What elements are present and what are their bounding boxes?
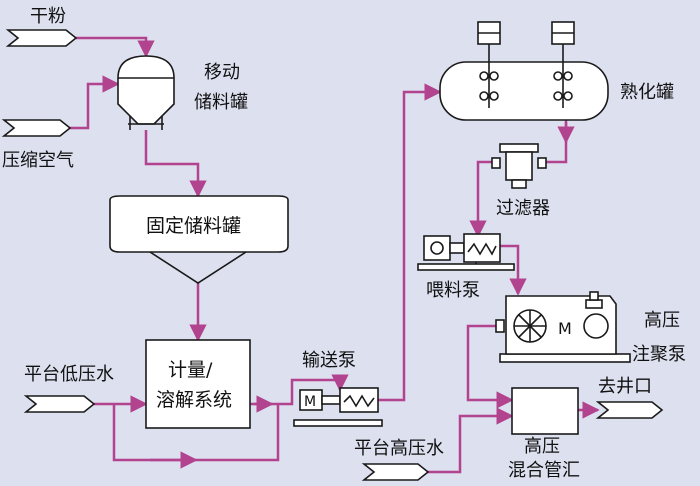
mobile-tank-icon <box>117 55 175 130</box>
pipe-feed-to-hp-pump <box>500 244 527 296</box>
maturation-tank-icon <box>439 21 609 121</box>
pipe-compressed-air <box>70 75 120 130</box>
transfer-pump-label: 输送泵 <box>302 350 356 371</box>
pipe-dry-powder <box>76 36 155 58</box>
to-well-label: 去井口 <box>598 376 652 397</box>
platform-low-water-label: 平台低压水 <box>24 364 114 385</box>
mixing-manifold-box <box>511 387 579 435</box>
equipment <box>109 21 631 435</box>
pipe-pump-to-maturation <box>378 83 442 402</box>
dry-powder-inlet-icon <box>5 29 78 47</box>
mobile-tank-label-1: 移动 <box>204 62 240 83</box>
transfer-pump-icon <box>293 387 383 427</box>
fixed-tank-label: 固定储料罐 <box>146 215 241 237</box>
maturation-tank-label: 熟化罐 <box>620 82 674 103</box>
dry-powder-label: 干粉 <box>30 6 66 27</box>
mobile-tank-label-2: 储料罐 <box>194 92 248 113</box>
platform-high-water-label: 平台高压水 <box>354 438 444 459</box>
hp-pump-label-2: 注聚泵 <box>632 344 686 365</box>
motor-letter-transfer: M <box>304 394 316 410</box>
hp-pump-label-1: 高压 <box>644 310 680 331</box>
high-water-inlet-icon <box>361 463 430 481</box>
fixed-tank-icon <box>109 195 289 284</box>
feed-pump-icon <box>417 233 515 271</box>
to-well-outlet-icon <box>595 401 664 419</box>
feed-pump-label: 喂料泵 <box>426 280 480 301</box>
manifold-label-1: 高压 <box>524 436 560 457</box>
pipe-high-water-to-manifold <box>428 407 514 474</box>
manifold-label-2: 混合管汇 <box>508 460 580 481</box>
metering-label-2: 溶解系统 <box>156 389 232 411</box>
compressed-air-label: 压缩空气 <box>2 150 74 171</box>
pipe-hp-pump-to-manifold <box>466 324 514 409</box>
motor-letter-hp: M <box>558 319 572 338</box>
compressed-air-inlet-icon <box>1 119 72 137</box>
metering-system-box <box>145 339 251 429</box>
pipe-maturation-to-filter <box>542 120 568 164</box>
filter-label: 过滤器 <box>496 198 550 219</box>
low-water-inlet-icon <box>23 395 96 413</box>
metering-label-1: 计量/ <box>168 359 213 381</box>
pipe-filter-to-feed-pump <box>469 160 498 238</box>
pipelines <box>70 36 600 474</box>
io-tags <box>1 29 664 481</box>
pipe-mobile-to-fixed <box>144 130 207 198</box>
pipe-metering-to-pump <box>250 374 349 406</box>
hp-injection-pump-icon <box>495 291 631 363</box>
filter-icon <box>491 143 547 189</box>
labels: 干粉 压缩空气 移动 储料罐 固定储料罐 计量/ 溶解系统 平台低压水 输送泵 … <box>2 6 686 481</box>
